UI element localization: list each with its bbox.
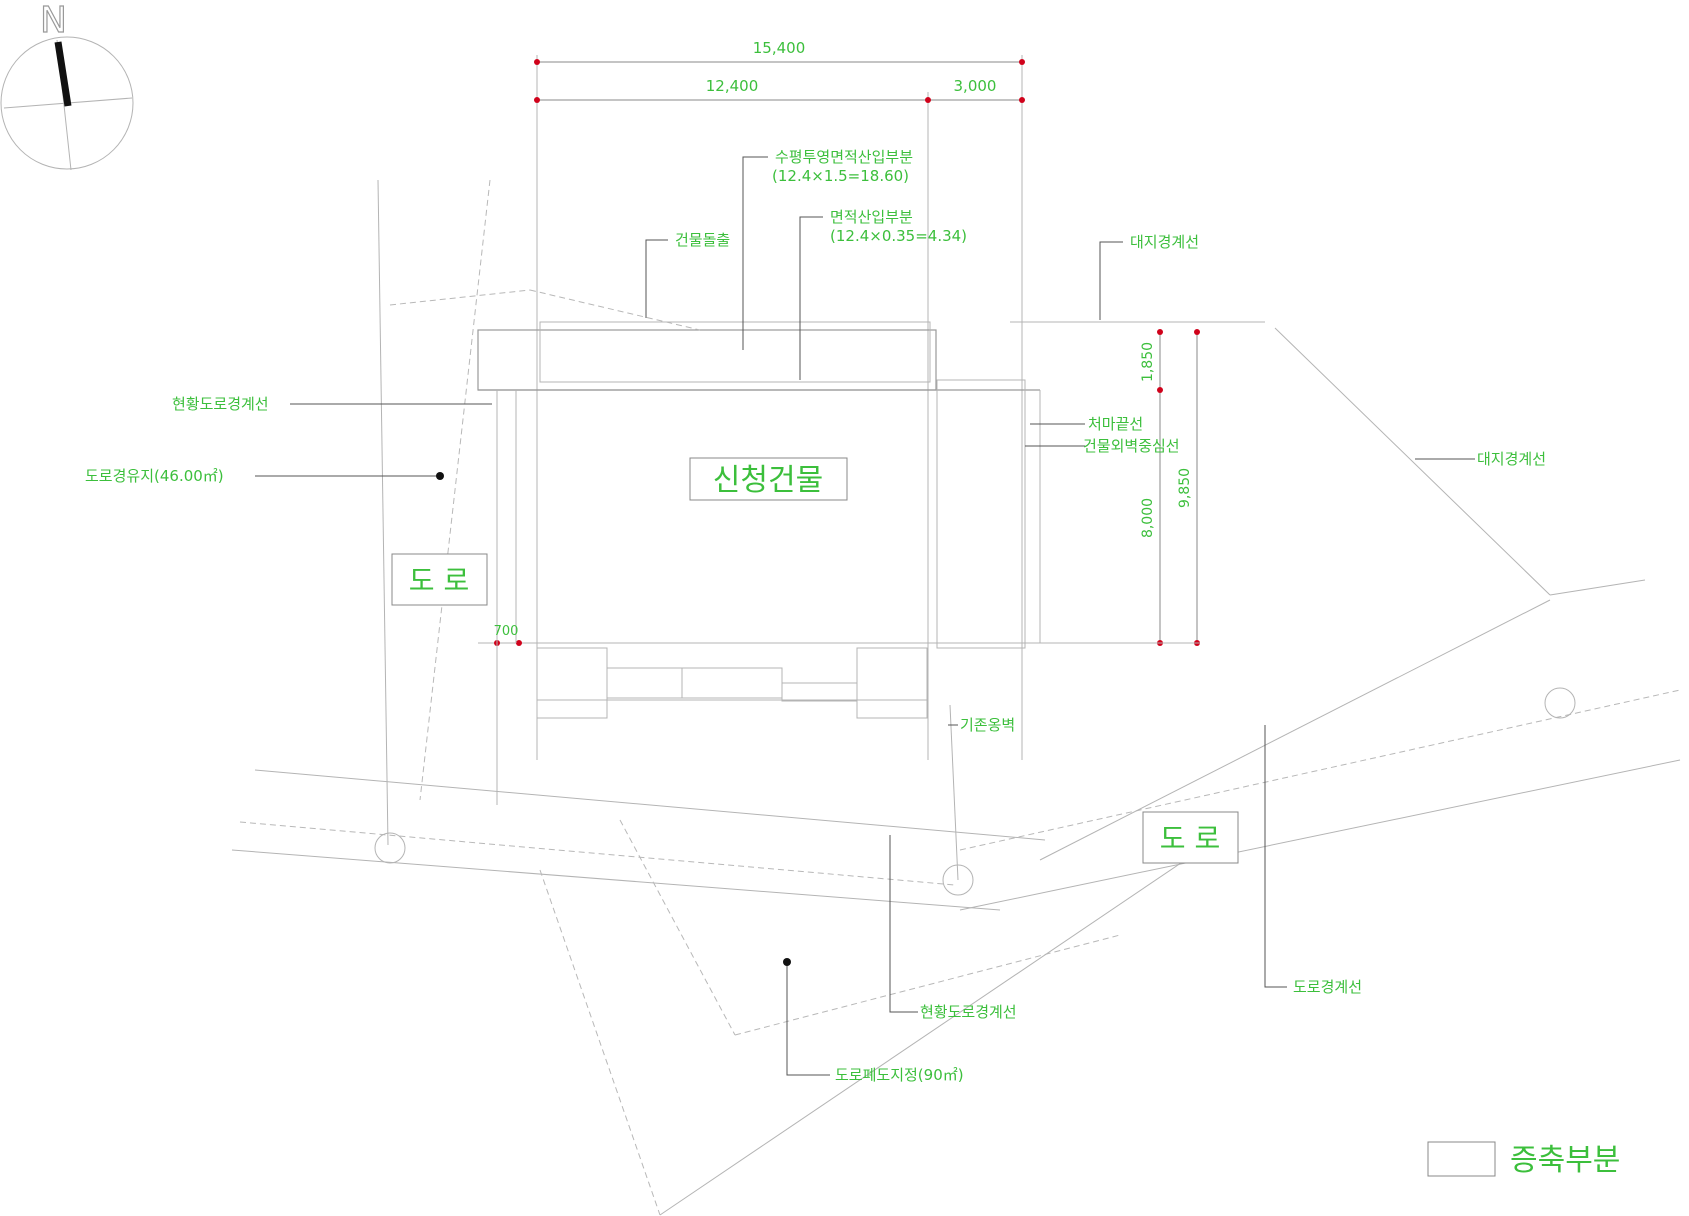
building-label-box — [689, 457, 848, 501]
dim-total-width: 15,400 — [753, 39, 806, 57]
legend: 증축부분 — [1427, 1141, 1620, 1178]
legend-label: 증축부분 — [1510, 1143, 1620, 1178]
leader-12: 현황도로경계선 — [920, 1003, 1017, 1021]
leader-10: 기존옹벽 — [960, 716, 1015, 734]
dim-left-width: 12,400 — [706, 77, 759, 95]
leader-5: 현황도로경계선 — [172, 395, 269, 413]
legend-swatch — [1427, 1141, 1496, 1177]
dim-right-width: 3,000 — [954, 77, 997, 95]
leader-3: 건물돌출 — [675, 231, 730, 249]
boundary-lines — [231, 179, 1681, 1216]
leader-1-line1: 수평투영면적산입부분 — [775, 148, 913, 166]
dimension-lines — [478, 55, 1200, 760]
road-left-box — [391, 553, 488, 606]
building-footprint — [477, 321, 1041, 805]
road-bottom-label: 도 로 — [1160, 822, 1220, 855]
leader-11: 도로경계선 — [1293, 978, 1362, 996]
dim-right-depth: 9,850 — [1177, 468, 1193, 508]
leader-2-line1: 면적산입부분 — [830, 208, 913, 226]
road-left-label: 도 로 — [409, 564, 469, 597]
dim-top-depth: 1,850 — [1140, 342, 1156, 382]
leader-7: 처마끝선 — [1088, 415, 1143, 433]
leader-1-line2: (12.4×1.5=18.60) — [772, 167, 909, 185]
leader-13: 도로폐도지정(90㎡) — [835, 1066, 964, 1084]
north-label: N — [40, 0, 67, 41]
leader-9: 대지경계선 — [1477, 450, 1546, 468]
north-arrow-icon: N — [0, 0, 134, 171]
leader-4: 대지경계선 — [1130, 233, 1199, 251]
building-label: 신청건물 — [713, 463, 823, 498]
leader-lines — [255, 156, 1475, 1076]
dim-corner-offset: 700 — [494, 624, 519, 639]
leader-8: 건물외벽중심선 — [1083, 437, 1180, 455]
leader-6: 도로경유지(46.00㎡) — [85, 467, 224, 485]
leader-2-line2: (12.4×0.35=4.34) — [830, 227, 967, 245]
dim-left-depth: 8,000 — [1140, 498, 1156, 538]
road-bottom-box — [1142, 811, 1239, 864]
